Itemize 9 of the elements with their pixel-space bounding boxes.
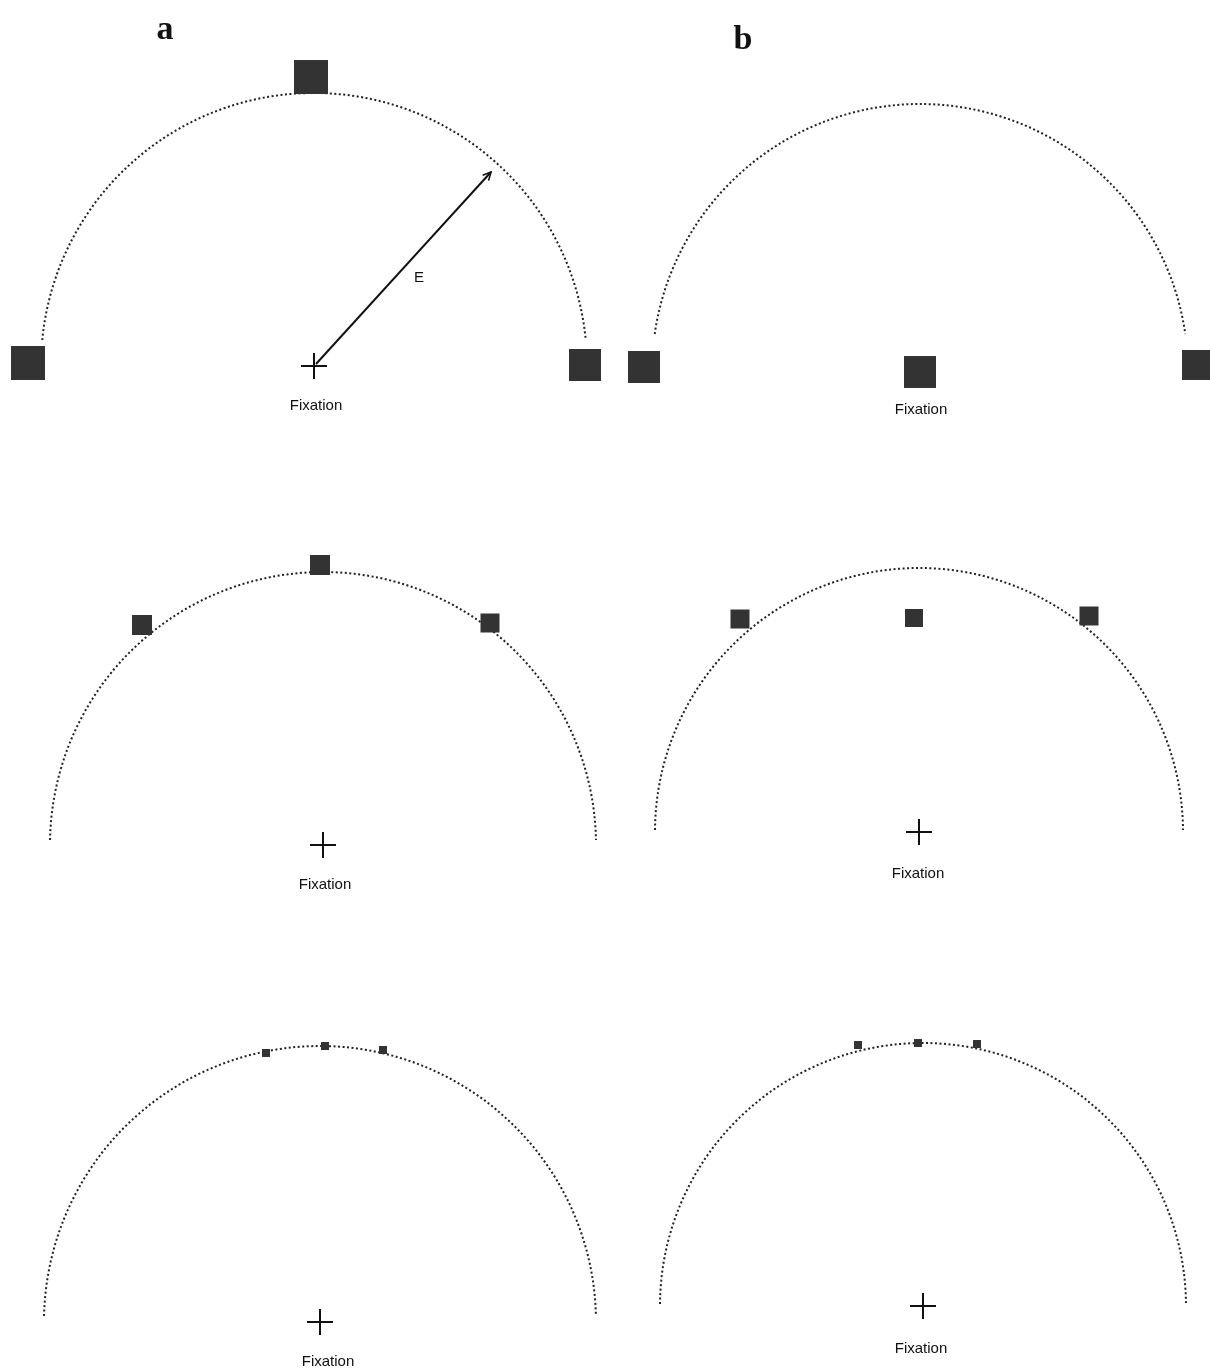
fixation-label: Fixation (894, 399, 948, 417)
fixation-label: Fixation (891, 863, 945, 881)
fixation-label: Fixation (894, 1338, 948, 1356)
eccentricity-label: E (414, 267, 424, 285)
fixation-label: Fixation (289, 395, 343, 413)
panel-letter: a (156, 9, 174, 47)
panel-letter: b (733, 19, 753, 57)
fixation-label: Fixation (298, 874, 352, 892)
fixation-label: Fixation (301, 1351, 355, 1369)
